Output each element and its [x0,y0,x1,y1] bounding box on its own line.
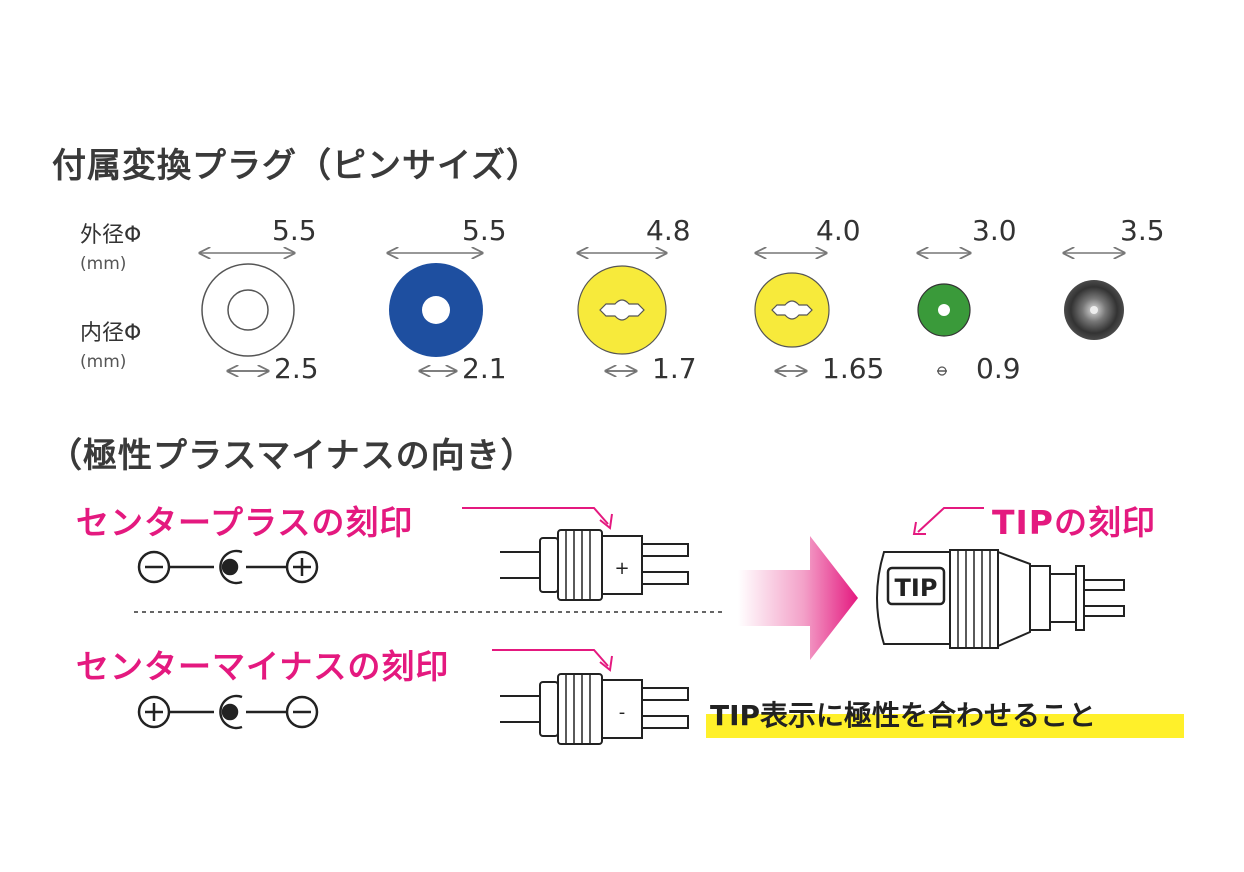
plug-1-inner: 2.5 [274,352,319,385]
inner-diameter-label: 内径Φ (mm) [80,320,141,376]
polarity-note: TIP表示に極性を合わせること [710,699,1097,732]
plug-1-outer: 5.5 [272,214,317,247]
plug-4-inner: 1.65 [822,352,885,385]
minus-mark: - [619,702,626,723]
plug-connector-plus [500,529,689,601]
outer-diameter-unit: (mm) [80,254,127,274]
polarity-title: （極性プラスマイナスの向き） [48,436,536,476]
plug-5-ring [917,283,971,337]
inner-diameter-unit: (mm) [80,352,127,372]
plug-2-outer: 5.5 [462,214,507,247]
tip-mark-label: TIPの刻印 [992,503,1156,542]
outer-diameter-label: 外径Φ (mm) [80,222,141,278]
plug-4-outer: 4.0 [816,214,861,247]
tip-label: TIP [895,574,938,602]
plug-connector-minus [500,673,689,745]
inner-diameter-text: 内径Φ [80,321,142,346]
plug-3-inner: 1.7 [652,352,697,385]
page-title: 付属変換プラグ（ピンサイズ） [52,146,541,186]
tip-connector [876,549,1125,649]
plug-6-outer: 3.5 [1120,214,1165,247]
plug-5-outer: 3.0 [972,214,1017,247]
outer-diameter-text: 外径Φ [80,223,142,248]
plug-2-inner: 2.1 [462,352,507,385]
plug-6-metal [1064,280,1124,340]
center-minus-label: センターマイナスの刻印 [76,647,450,686]
plug-1-ring [201,263,295,357]
center-minus-symbol [137,694,319,730]
plug-3-outer: 4.8 [646,214,691,247]
big-arrow [738,536,858,660]
note-highlight [706,714,1184,738]
pink-pointers [462,507,984,672]
center-plus-symbol [137,549,319,585]
plug-4-ring [754,272,830,348]
plug-5-inner: 0.9 [976,352,1021,385]
plus-mark: + [614,558,629,579]
plug-2-ring [389,263,483,357]
center-plus-label: センタープラスの刻印 [76,503,414,542]
plug-3-ring [577,265,667,355]
